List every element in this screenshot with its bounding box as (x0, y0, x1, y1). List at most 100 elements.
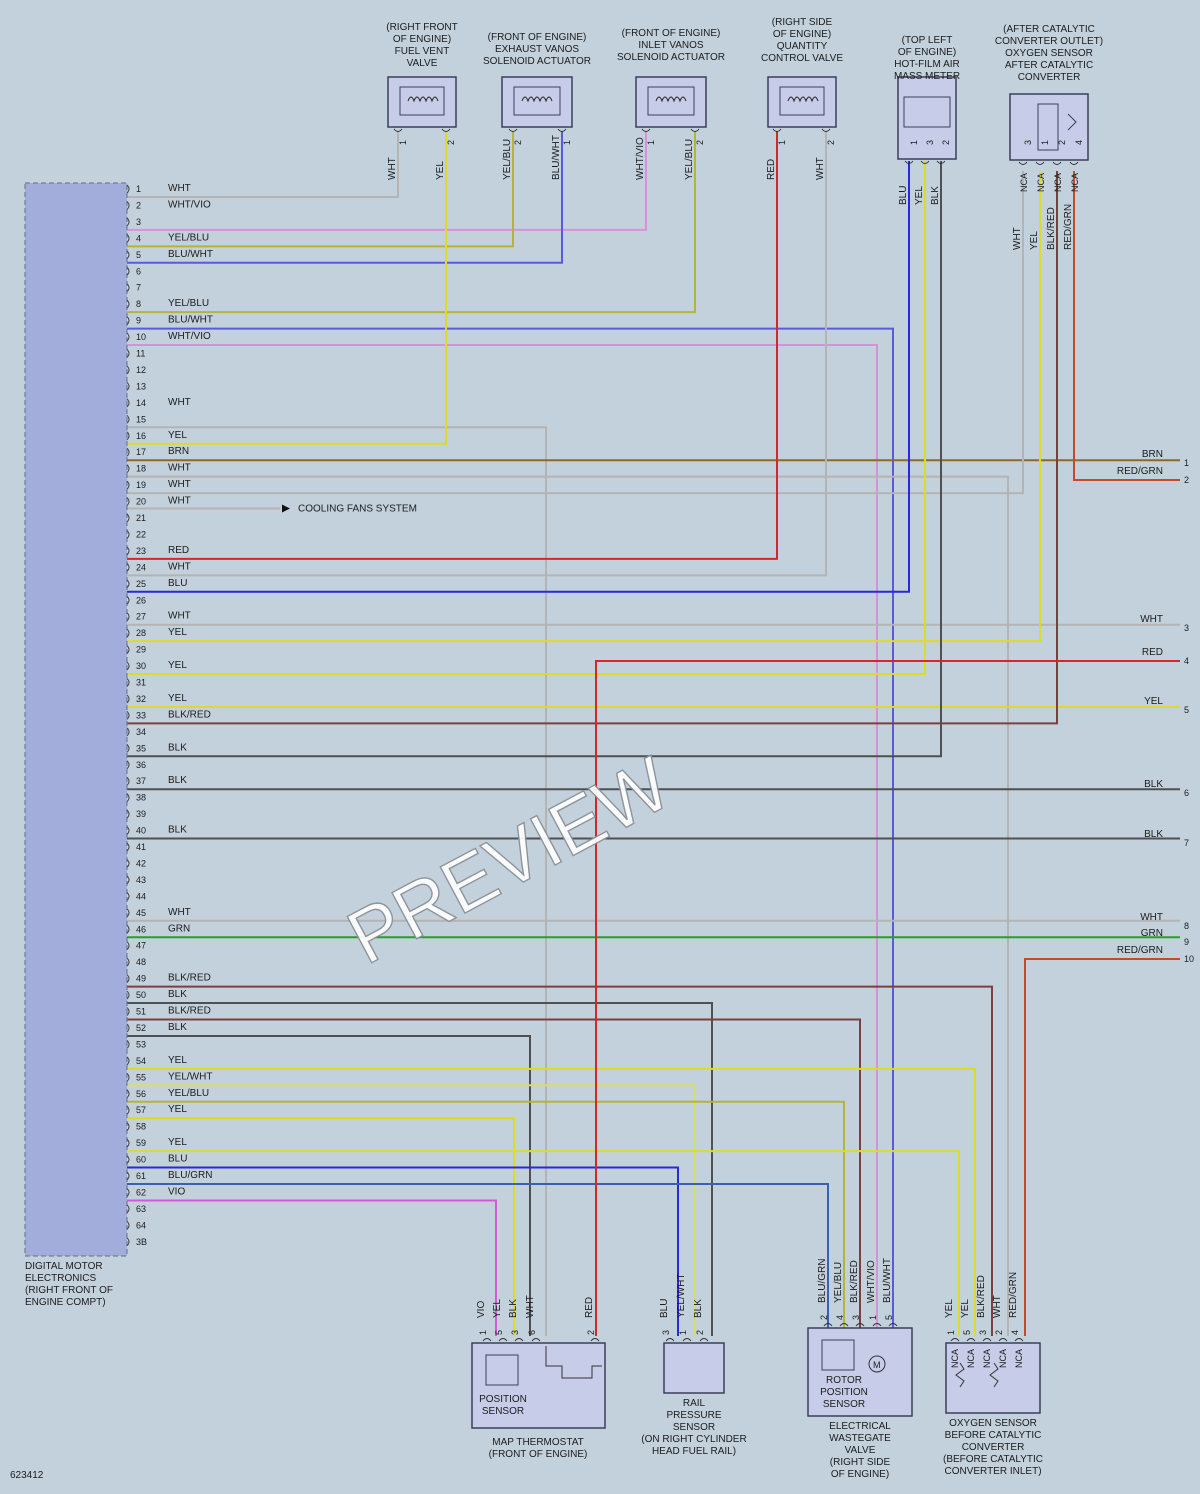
ecu-pin-number: 19 (136, 480, 146, 490)
ecu-pin-number: 30 (136, 661, 146, 671)
ecu-pin-number: 38 (136, 793, 146, 803)
ecu-pin-number: 26 (136, 595, 146, 605)
pin-wire-color: BLU/WHT (882, 1258, 893, 1303)
right-connector-pin-number: 8 (1184, 921, 1189, 931)
ecu-pin-terminal (126, 480, 130, 490)
pin-number: 2 (446, 140, 456, 145)
motor-icon (868, 1355, 886, 1373)
pin-number: 5 (884, 1315, 894, 1320)
ecu-pin-wire-color: WHT (168, 496, 191, 507)
wire-wht-vio (127, 131, 647, 231)
ecu-pin-terminal (126, 431, 130, 441)
ecu-pin-terminal (126, 645, 130, 654)
ecu-pin-terminal (126, 809, 130, 819)
ecu-pin-wire-color: YEL (168, 660, 187, 671)
wire-vio (127, 1199, 497, 1336)
wire-yel (127, 1067, 976, 1336)
pin-wire-color: YEL/BLU (833, 1262, 844, 1303)
ecu-pin-terminal (126, 365, 130, 375)
pin-number: 2 (826, 140, 836, 145)
ecu-pin-terminal (126, 266, 130, 276)
air-mass-meter (897, 76, 957, 164)
ecu-pin-wire-color: BLK (168, 1022, 187, 1033)
right-connector-pin-number: 7 (1184, 838, 1189, 848)
ecu-pin-terminal (126, 1056, 130, 1066)
pin-terminal-label: NCA (1070, 173, 1080, 192)
wire-red-grn (1073, 171, 1180, 481)
components-layer (24, 76, 1089, 1429)
ecu-pin-number: 33 (136, 710, 146, 720)
oxygen-sensor-before-body (945, 1342, 1041, 1414)
coil-icon (647, 86, 695, 116)
pin-terminal (872, 1323, 882, 1327)
ecu-pin-terminal (126, 1122, 130, 1132)
ecu-pin-number: 23 (136, 546, 146, 556)
ecu-pin-terminal (126, 562, 130, 572)
ecu-pin-number: 56 (136, 1089, 146, 1099)
ecu-pin-terminal (126, 875, 130, 885)
ecu-pin-number: 37 (136, 776, 146, 786)
wire-yel (127, 1117, 515, 1336)
ecu-pin-number: 28 (136, 628, 146, 638)
wire-blu-wht (127, 131, 563, 264)
wastegate-valve-inner-label: ROTOR (826, 1375, 862, 1386)
motor-icon-label: M (873, 1360, 881, 1370)
pin-number: 5 (962, 1330, 972, 1335)
pin-terminal-label: NCA (982, 1349, 992, 1368)
arrow-right-icon (282, 504, 290, 513)
ecu-pin-number: 35 (136, 743, 146, 753)
ecu-pin-terminal (126, 398, 130, 408)
pin-wire-color: YEL/BLU (684, 139, 695, 180)
pin-number: 3 (1023, 140, 1033, 145)
coil-winding (787, 96, 819, 103)
sensor-element-icon (821, 1339, 855, 1371)
ecu-pin-number: 24 (136, 562, 146, 572)
pin-number: 2 (819, 1315, 829, 1320)
oxygen-sensor-before (945, 1338, 1041, 1414)
ecu-pin-number: 17 (136, 447, 146, 457)
pin-number: 2 (586, 1330, 596, 1335)
ecu-pin-number: 40 (136, 826, 146, 836)
ecu-pin-wire-color: BLK (168, 742, 187, 753)
ecu-pin-terminal (126, 1040, 130, 1049)
pin-terminal (514, 1338, 524, 1342)
pin-terminal (557, 128, 567, 132)
pin-terminal (982, 1338, 992, 1342)
ecu-pin-number: 4 (136, 233, 141, 243)
wire-wht-vio (127, 344, 878, 1336)
ecu-pin-number: 15 (136, 414, 146, 424)
ecu-pin-number: 52 (136, 1023, 146, 1033)
pin-wire-color: RED (584, 1297, 595, 1318)
air-mass-meter-caption: HOT-FILM AIR (894, 59, 960, 70)
pin-number: 1 (678, 1330, 688, 1335)
quantity-control-valve-caption: OF ENGINE) (773, 29, 831, 40)
ecu-pin-wire-color: BLK/RED (168, 973, 211, 984)
ecu-pin-terminal (126, 974, 130, 983)
wires-layer (127, 131, 1180, 1336)
pin-terminal-label: NCA (1019, 173, 1029, 192)
wire-blk (127, 1002, 713, 1336)
ecu-pin-wire-color: YEL/WHT (168, 1071, 212, 1082)
ecu-pin-number: 60 (136, 1155, 146, 1165)
wire-blk (127, 1034, 531, 1336)
ecu-pin-number: 62 (136, 1187, 146, 1197)
inlet-vanos-body (635, 76, 707, 128)
ecu-pin-terminal (126, 711, 130, 720)
wastegate-valve-inner-label: POSITION (820, 1387, 868, 1398)
pin-wire-color: BLK/RED (976, 1275, 987, 1318)
pin-wire-color: YEL/BLU (502, 139, 513, 180)
ecu-pin-number: 48 (136, 957, 146, 967)
right-connector-wire-color: RED (1142, 647, 1163, 658)
pin-number: 4 (835, 1315, 845, 1320)
pin-number: 1 (562, 140, 572, 145)
ecu-pin-terminal (126, 957, 130, 967)
oxygen-sensor-before-caption: CONVERTER (962, 1442, 1025, 1453)
exhaust-vanos-caption: (FRONT OF ENGINE) (488, 32, 587, 43)
wire-blk-red (127, 171, 1058, 725)
ecu-pin-number: 50 (136, 990, 146, 1000)
right-connector-wire-color: RED/GRN (1117, 466, 1163, 477)
pin-terminal (920, 160, 930, 164)
pin-terminal (482, 1338, 492, 1342)
ecu-pin-terminal (126, 908, 130, 918)
ecu-pin-wire-color: GRN (168, 923, 190, 934)
